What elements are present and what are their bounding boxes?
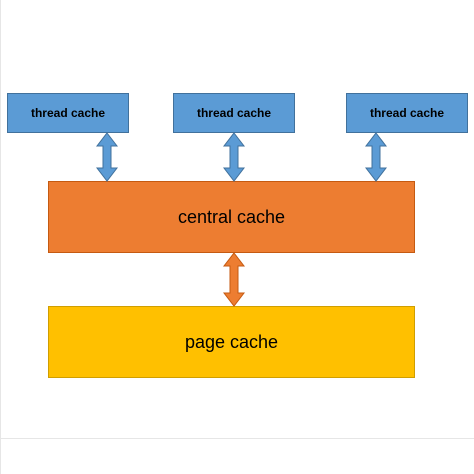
bidirectional-arrow-thread-2 [222, 132, 246, 182]
frame-bottom-border [0, 438, 474, 439]
frame-left-border [0, 0, 1, 474]
bidirectional-arrow-thread-3 [364, 132, 388, 182]
central-cache-label: central cache [177, 206, 286, 227]
bidirectional-arrow-central-page [222, 252, 246, 307]
thread-cache-label-2: thread cache [196, 106, 272, 120]
central-cache-box: central cache [48, 181, 415, 253]
thread-cache-label-1: thread cache [30, 106, 106, 120]
thread-cache-box-2: thread cache [173, 93, 295, 133]
thread-cache-label-3: thread cache [369, 106, 445, 120]
bidirectional-arrow-thread-1 [95, 132, 119, 182]
page-cache-box: page cache [48, 306, 415, 378]
page-cache-label: page cache [184, 331, 279, 352]
thread-cache-box-3: thread cache [346, 93, 468, 133]
thread-cache-box-1: thread cache [7, 93, 129, 133]
